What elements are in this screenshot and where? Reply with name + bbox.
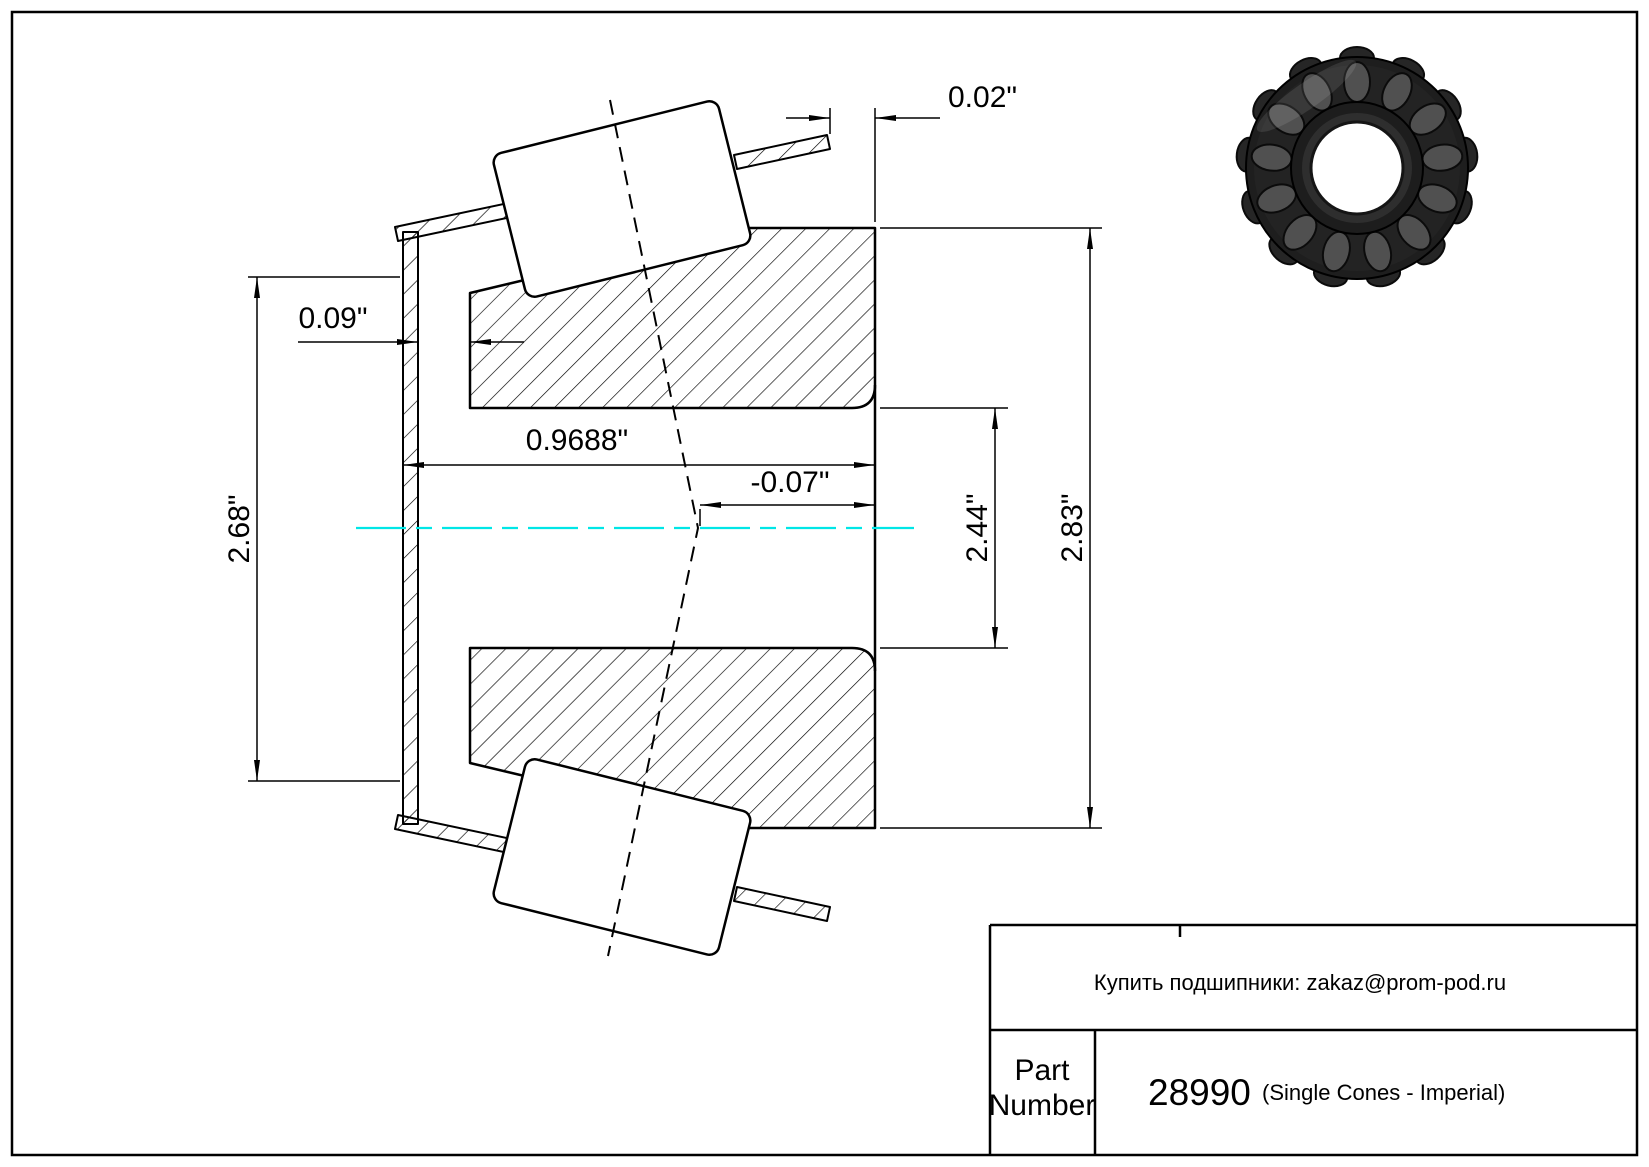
- dim-race-small-diameter-label: 2.44": [961, 493, 994, 562]
- section-view: [356, 99, 914, 957]
- part-number: 28990: [1148, 1072, 1251, 1113]
- dim-effective-center: -0.07": [699, 466, 875, 526]
- part-label-line2: Number: [989, 1089, 1096, 1122]
- bearing-rollers: [1250, 61, 1464, 273]
- title-block: Купить подшипники: zakaz@prom-pod.ru Par…: [989, 923, 1637, 1155]
- roller-top: [492, 100, 752, 298]
- part-series-note: (Single Cones - Imperial): [1262, 1080, 1505, 1105]
- bearing-bore: [1309, 120, 1405, 216]
- page-border: [10, 10, 1639, 1157]
- bearing-highlight: [1256, 59, 1357, 132]
- cage-strip-top-right: [733, 134, 831, 170]
- part-label-line1: Part: [1014, 1054, 1070, 1087]
- cage-strip-bottom-right: [733, 886, 831, 922]
- dimension-layer: 0.02" 0.09" 2.68" 0.9688" -0.07": [223, 81, 1102, 829]
- dim-effective-center-label: -0.07": [750, 466, 829, 499]
- dim-cage-diameter: 2.68": [223, 276, 400, 782]
- dim-cage-diameter-label: 2.68": [223, 494, 256, 563]
- dim-back-face-offset: 0.02": [786, 81, 1017, 222]
- dim-cone-width-label: 0.9688": [526, 424, 628, 457]
- dim-back-face-offset-label: 0.02": [948, 81, 1017, 114]
- dim-front-rib-width: 0.09": [298, 302, 524, 345]
- dim-race-small-diameter: 2.44": [880, 407, 1008, 649]
- contact-text: Купить подшипники: zakaz@prom-pod.ru: [1094, 970, 1506, 995]
- bearing-photo: [1235, 46, 1479, 288]
- dim-outer-diameter: 2.83": [880, 227, 1102, 829]
- roller-bottom: [492, 758, 752, 956]
- dim-outer-diameter-label: 2.83": [1056, 493, 1089, 562]
- dim-cone-width: 0.9688": [403, 424, 875, 468]
- roller-axis-line: [607, 99, 699, 957]
- dim-front-rib-width-label: 0.09": [298, 302, 367, 335]
